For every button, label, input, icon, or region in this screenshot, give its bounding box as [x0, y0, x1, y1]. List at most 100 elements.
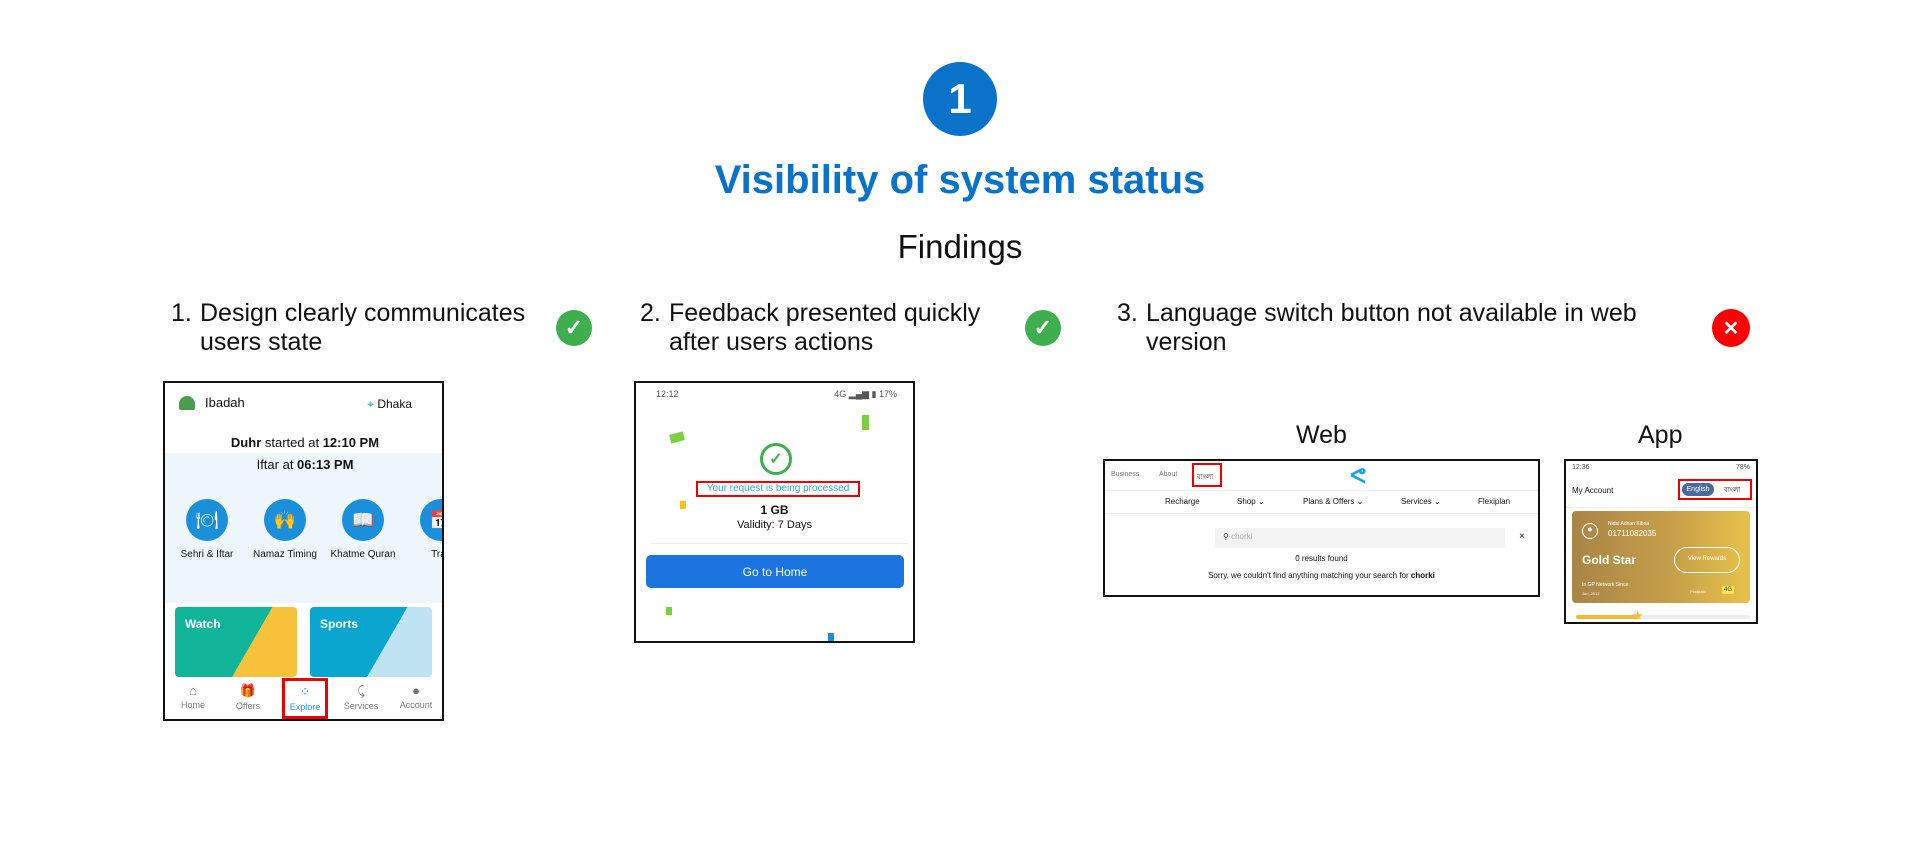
prayer-time: 12:10 PM — [322, 435, 380, 450]
category-sehri-iftar[interactable]: 🍽 Sehri & Iftar — [169, 499, 245, 560]
category-label: Namaz Timing — [253, 549, 317, 560]
status-time: 12:12 — [656, 389, 679, 399]
user-icon: ● — [412, 683, 420, 698]
web-top-bar: Business About বাংলা ᕙ — [1105, 461, 1538, 491]
search-value: chorki — [1231, 532, 1253, 541]
network: 4G — [834, 389, 847, 399]
confetti — [680, 501, 686, 509]
nav-label: Account — [399, 700, 433, 710]
category-tracker[interactable]: 📅 Trac — [403, 499, 442, 560]
validity: Validity: 7 Days — [737, 519, 812, 531]
confetti — [828, 633, 834, 641]
category-khatme-quran[interactable]: 📖Khatme Quran — [325, 499, 401, 560]
quran-icon: 📖 — [342, 499, 384, 541]
finding-1: 1. Design clearly communicates users stat… — [171, 299, 541, 357]
search-input[interactable]: ⚲ chorki — [1215, 528, 1505, 548]
avatar-icon: ● — [1582, 523, 1598, 539]
nav-home[interactable]: ⌂ Home — [167, 683, 219, 710]
nav-label: Services — [1401, 497, 1432, 506]
finding-text: Language switch button not available in … — [1146, 299, 1637, 356]
calendar-icon: 📅 — [420, 499, 442, 541]
prayer-text: started at — [261, 435, 323, 450]
nav-flexiplan[interactable]: Flexiplan — [1478, 497, 1511, 506]
finding-number: 1. — [171, 299, 192, 327]
finding-2: 2.Feedback presented quickly after users… — [640, 299, 1010, 357]
confetti — [666, 607, 672, 615]
plate-icon: 🍽 — [186, 499, 228, 541]
location-text: Dhaka — [377, 397, 412, 411]
membership-card: ● Nidal Adnan Kibria 01711082035 Gold St… — [1572, 511, 1750, 603]
link-about[interactable]: About — [1159, 471, 1178, 478]
language-switch[interactable]: English বাংলা — [1678, 479, 1752, 500]
clear-search-icon[interactable]: × — [1519, 531, 1525, 542]
link-business[interactable]: Business — [1111, 471, 1140, 478]
divider — [650, 543, 908, 544]
watch-card[interactable]: Watch — [175, 607, 297, 677]
search-icon: ⚲ — [1223, 532, 1232, 541]
tier-progress-fill — [1576, 615, 1639, 619]
prayer-status: Duhr started at 12:10 PM — [165, 435, 442, 450]
heuristic-number-badge: 1 — [923, 62, 997, 136]
no-results-message: Sorry, we couldn't find anything matchin… — [1105, 571, 1538, 580]
nav-label: Services — [343, 701, 379, 711]
network-badge: 4G — [1722, 586, 1735, 594]
nav-plans-offers[interactable]: Plans & Offers ⌄ — [1303, 497, 1364, 506]
nav-services[interactable]: ⤹ Services — [335, 683, 387, 711]
tier-progress — [1576, 615, 1750, 619]
finding-text: Feedback presented quickly after users a… — [669, 299, 981, 356]
sports-card[interactable]: Sports — [310, 607, 432, 677]
gift-icon: 🎁 — [239, 683, 257, 698]
telenor-logo[interactable]: ᕙ — [1350, 463, 1366, 488]
iftar-status: Iftar at 06:13 PM — [165, 457, 442, 472]
success-check-icon: ✓ — [760, 443, 792, 475]
since-label: In GP Network Since: — [1582, 582, 1630, 588]
nav-recharge[interactable]: Recharge — [1165, 497, 1200, 506]
web-nav: Recharge Shop ⌄ Plans & Offers ⌄ Service… — [1105, 491, 1538, 514]
location[interactable]: ⌖ Dhaka — [367, 397, 412, 412]
section-heading: Findings — [897, 228, 1023, 265]
iftar-time: 06:13 PM — [297, 457, 354, 472]
web-label: Web — [1296, 421, 1347, 449]
card-label: Sports — [320, 617, 359, 631]
nav-account[interactable]: ● Account — [390, 683, 442, 710]
battery: 17% — [878, 389, 897, 399]
plan-type: Postpaid — [1690, 589, 1706, 594]
home-icon: ⌂ — [189, 683, 197, 698]
view-rewards-button[interactable]: View Rewards — [1674, 547, 1740, 573]
nav-offers[interactable]: 🎁 Offers — [222, 683, 274, 711]
processing-status: Your request is being processed — [696, 481, 860, 497]
nav-label: Home — [180, 700, 205, 710]
category-label: Trac — [431, 549, 442, 560]
web-screenshot: Business About বাংলা ᕙ Recharge Shop ⌄ P… — [1103, 459, 1540, 597]
star-icon: ★ — [1632, 608, 1644, 623]
no-match-text: Sorry, we couldn't find anything matchin… — [1208, 571, 1411, 580]
nav-shop[interactable]: Shop ⌄ — [1237, 497, 1265, 506]
nav-label: Offers — [235, 701, 261, 711]
go-to-home-button[interactable]: Go to Home — [646, 555, 904, 588]
category-namaz-timing[interactable]: 🙌Namaz Timing — [247, 499, 323, 560]
nav-services[interactable]: Services ⌄ — [1401, 497, 1441, 506]
nav-explore[interactable]: ⁘ Explore — [282, 678, 328, 719]
screen-title: My Account — [1572, 486, 1614, 495]
status-time: 12:36 — [1572, 464, 1590, 471]
category-label: Sehri & Iftar — [180, 549, 234, 560]
finding-text: Design clearly communicates users state — [200, 299, 526, 356]
results-count: 0 results found — [1295, 554, 1348, 563]
lang-bangla[interactable]: বাংলা — [1724, 487, 1741, 494]
link-bangla[interactable]: বাংলা — [1192, 463, 1222, 487]
app-screenshot: 12:36 78% My Account English বাংলা ● Nid… — [1564, 459, 1758, 624]
nav-label: Explore — [289, 702, 321, 712]
nav-label: Plans & Offers — [1303, 497, 1355, 506]
divider — [1566, 507, 1756, 508]
card-label: Watch — [185, 617, 221, 631]
telenor-icon: ⤹ — [357, 683, 365, 698]
pin-icon: ⌖ — [367, 397, 378, 411]
nav-label: Shop — [1237, 497, 1256, 506]
lang-english[interactable]: English — [1682, 483, 1714, 496]
mosque-icon — [179, 395, 195, 410]
page-title: Visibility of system status — [714, 158, 1206, 202]
query: chorki — [1410, 571, 1435, 580]
grid-icon: ⁘ — [299, 684, 311, 699]
app-name: Ibadah — [205, 395, 245, 410]
